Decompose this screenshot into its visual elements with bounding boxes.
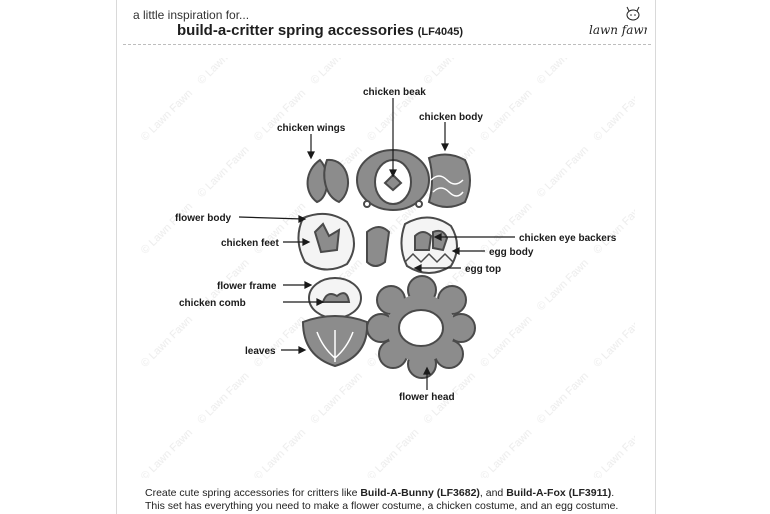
tagline: a little inspiration for... [133, 8, 250, 22]
watermark-pattern [137, 58, 635, 478]
die-diagram: © Lawn Fawn [137, 58, 635, 478]
callout-chicken-body: chicken body [419, 112, 483, 123]
header-divider [123, 44, 651, 45]
callout-chicken-eye-backers: chicken eye backers [519, 233, 617, 244]
callout-flower-body: flower body [175, 213, 232, 224]
product-description: Create cute spring accessories for critt… [145, 487, 645, 513]
logo-lettering: lawn fawn [589, 23, 647, 37]
callout-chicken-feet: chicken feet [221, 238, 279, 249]
callout-chicken-comb: chicken comb [179, 298, 246, 309]
callout-egg-body: egg body [489, 247, 534, 258]
description-text-3: . [611, 487, 615, 499]
chicken-wing-right-die [323, 158, 349, 204]
callout-arrows [238, 98, 515, 390]
page-title: build-a-critter spring accessories(LF404… [177, 22, 463, 39]
description-line-2: This set has everything you need to make… [145, 500, 619, 512]
flower-head-die [366, 275, 476, 379]
die-shapes [297, 149, 476, 379]
description-text-1: Create cute spring accessories for critt… [145, 487, 361, 499]
lawn-fawn-logo: lawn fawn [589, 6, 647, 37]
callout-egg-top: egg top [465, 264, 501, 275]
build-a-fox-link[interactable]: Build-A-Fox (LF3911) [506, 487, 612, 499]
callout-flower-frame: flower frame [217, 281, 277, 292]
description-text-2: , and [479, 487, 507, 499]
product-title: build-a-critter spring accessories [177, 22, 414, 39]
chicken-body-die [427, 153, 471, 208]
callout-flower-head: flower head [399, 392, 455, 403]
description-line-1: Create cute spring accessories for critt… [145, 487, 645, 500]
callout-chicken-beak: chicken beak [363, 87, 426, 98]
callout-chicken-wings: chicken wings [277, 123, 346, 134]
callout-leaves: leaves [245, 346, 276, 357]
product-card: a little inspiration for... build-a-crit… [116, 0, 656, 514]
chicken-feet-die [313, 222, 341, 254]
chicken-comb-die [321, 292, 351, 303]
product-code: (LF4045) [417, 26, 463, 38]
build-a-bunny-link[interactable]: Build-A-Bunny (LF3682) [360, 487, 480, 499]
egg-top-die [366, 226, 391, 267]
